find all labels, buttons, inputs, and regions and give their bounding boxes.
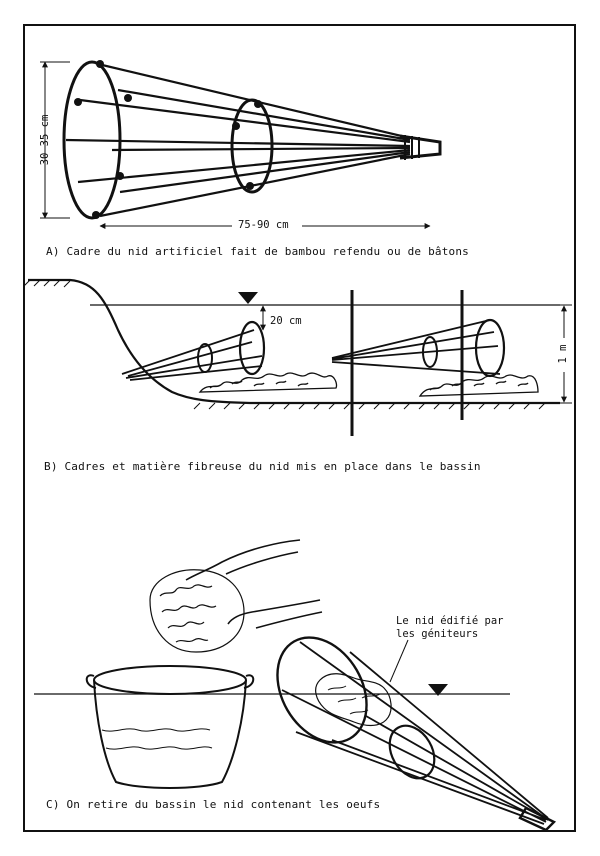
caption-a: A) Cadre du nid artificiel fait de bambo…	[46, 245, 469, 258]
water-level-marker-b	[238, 292, 258, 304]
water-depth-label: 1 m	[557, 344, 569, 364]
length-dimension-label: 75-90 cm	[238, 219, 289, 231]
lashing-knots-a	[74, 60, 262, 219]
nest-mass-c	[149, 569, 245, 653]
note-pointer-c	[389, 639, 409, 683]
dimension-lines-b	[260, 304, 572, 404]
depth-label: 20 cm	[270, 315, 302, 327]
caption-c: C) On retire du bassin le nid contenant …	[46, 798, 381, 811]
water-level-marker-c	[428, 684, 448, 696]
caption-b: B) Cadres et matière fibreuse du nid mis…	[44, 460, 481, 473]
fibrous-material-b	[198, 372, 539, 397]
nest-note-line2: les géniteurs	[396, 628, 479, 640]
height-dimension-label: 30-35 cm	[39, 114, 51, 166]
cone-frame-c	[276, 636, 557, 832]
arms-c	[185, 539, 323, 629]
pond-section-b	[23, 278, 560, 436]
dimension-lines-a	[40, 61, 431, 229]
cone-frame-a	[62, 60, 442, 220]
nest-note-line1: Le nid édifié par	[396, 615, 504, 627]
basin-c	[85, 665, 255, 789]
figure-frame	[23, 24, 576, 832]
